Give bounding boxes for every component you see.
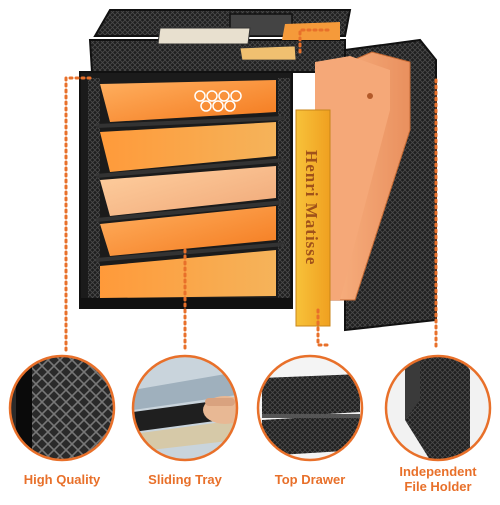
feature-label-top-drawer: Top Drawer [274,472,346,487]
main-tray-unit [79,71,293,309]
book-spine-text: Henri Matisse [302,150,321,265]
top-drawer-unit [88,9,352,73]
paper-logo [194,90,242,112]
feature-image-top-drawer [256,354,364,462]
feature-image-sliding-tray [131,354,239,462]
feature-label-file-holder: Independent File Holder [399,464,477,494]
feature-image-file-holder [384,354,492,462]
feature-label-sliding-tray: Sliding Tray [148,472,222,487]
side-file-holder: Henri Matisse [295,38,437,332]
feature-label-high-quality: High Quality [23,472,101,487]
feature-image-high-quality [8,354,116,462]
callout-lines [64,28,438,352]
